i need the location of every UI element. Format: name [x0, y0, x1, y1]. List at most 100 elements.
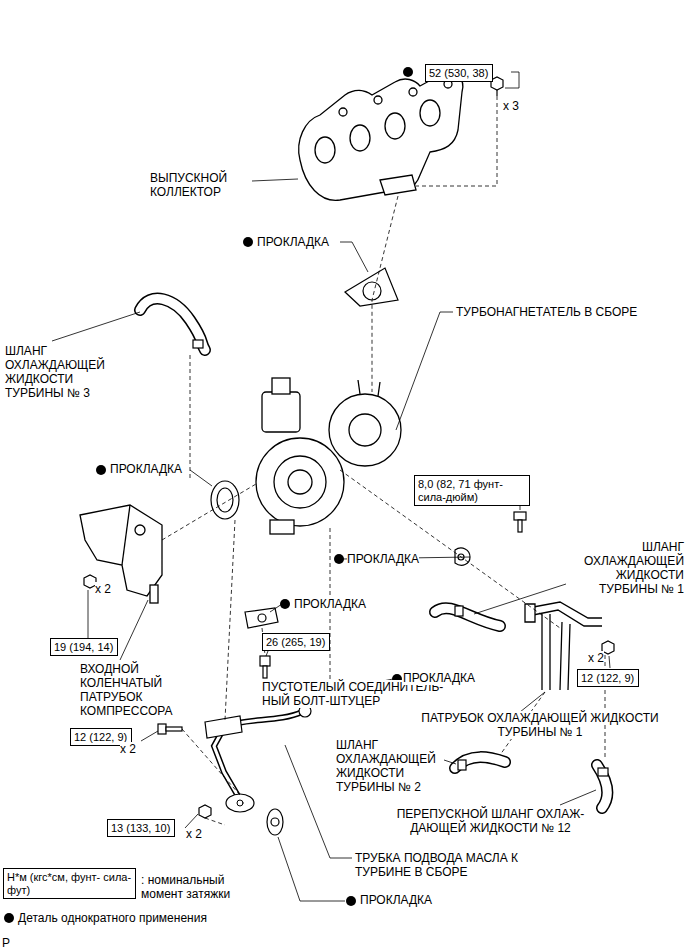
part-label-box: ТУРБОНАГНЕТАТЕЛЬ В СБОРЕ: [456, 305, 637, 319]
single-use-dot: [96, 465, 106, 475]
hose-clamp: [455, 606, 463, 616]
part-label-box: ШЛАНГ ОХЛАЖДАЮЩЕЙ ЖИДКОСТИ ТУРБИНЫ № 2: [336, 738, 444, 794]
part-label-box: x 2: [186, 827, 202, 841]
leader-line: [266, 651, 268, 656]
hose-clamp: [458, 760, 466, 770]
turbocharger: [274, 456, 326, 508]
exhaust-manifold: [385, 113, 405, 139]
turbocharger: [358, 380, 360, 394]
turbocharger: [272, 378, 290, 394]
torque-box: 19 (194, 14): [50, 638, 118, 656]
part-label: ПРОКЛАДКА: [294, 597, 366, 611]
torque-value: 12 (122, 9): [581, 672, 634, 685]
part-label-box: ПРОКЛАДКА: [110, 462, 182, 476]
single-use-dot: [334, 554, 344, 564]
part-label-box: ТРУБКА ПОДВОДА МАСЛА К ТУРБИНЕ В СБОРЕ: [355, 851, 550, 879]
turbocharger: [256, 378, 401, 534]
bolt: [514, 512, 526, 520]
part-label-box: ПРОКЛАДКА: [360, 893, 432, 907]
part-label: ПРОКЛАДКА: [360, 893, 432, 907]
exhaust-manifold: [350, 125, 370, 151]
coolant-hose: [435, 608, 500, 626]
exhaust-manifold: [420, 100, 440, 126]
single-use-dot: [4, 67, 413, 923]
exhaust-manifold: [380, 175, 416, 195]
leader-line: [520, 692, 545, 712]
dashed-guide: [162, 484, 256, 540]
gasket: [245, 608, 278, 628]
part-label: x 2: [95, 582, 111, 596]
turbocharger: [256, 438, 344, 526]
coolant-hose: [140, 299, 205, 350]
part-label-box: ШЛАНГ ОХЛАЖДАЮЩЕЙ ЖИДКОСТИ ТУРБИНЫ № 1: [572, 540, 684, 596]
legend-text: Деталь однократного применения: [18, 911, 207, 925]
leader-line: [474, 584, 566, 614]
part-label-box: x 3: [503, 99, 519, 113]
hose-clamp: [193, 340, 203, 348]
dashed-guide: [205, 818, 225, 825]
turbocharger: [349, 414, 381, 446]
single-use-dot: [243, 237, 253, 247]
torque-value: Н*м (кгс*см, фунт- сила-фут): [7, 871, 132, 897]
part-label-box: ВЫПУСКНОЙ КОЛЛЕКТОР: [150, 171, 250, 199]
part-label: ШЛАНГ ОХЛАЖДАЮЩЕЙ ЖИДКОСТИ ТУРБИНЫ № 2: [336, 738, 436, 794]
part-label: ВХОДНОЙ КОЛЕНЧАТЫЙ ПАТРУБОК КОМПРЕССОРА: [80, 662, 172, 718]
part-label: x 3: [503, 99, 519, 113]
dashed-guide: [372, 196, 398, 392]
part-label: ПРОКЛАДКА: [110, 462, 182, 476]
compressor-inlet-elbow: [150, 585, 158, 603]
turbocharger: [329, 394, 401, 466]
torque-box: 26 (265, 19): [262, 633, 330, 651]
torque-box: 13 (133, 10): [107, 819, 175, 837]
part-label-box: ПЕРЕПУСКНОЙ ШЛАНГ ОХЛАЖ- ДАЮЩЕЙ ЖИДКОСТИ…: [388, 807, 593, 835]
part-label: ТУРБОНАГНЕТАТЕЛЬ В СБОРЕ: [456, 305, 637, 319]
torque-value: 19 (194, 14): [54, 641, 113, 654]
exhaust-manifold: [374, 96, 382, 104]
torque-value: 8,0 (82, 71 фунт- сила-дюйм): [418, 478, 526, 504]
single-use-dot: [280, 599, 290, 609]
part-label: ПЕРЕПУСКНОЙ ШЛАНГ ОХЛАЖ- ДАЮЩЕЙ ЖИДКОСТИ…: [397, 807, 585, 835]
leader-line: [444, 760, 456, 764]
turbocharger: [378, 382, 380, 396]
exhaust-manifold: [299, 74, 463, 201]
legend-entry: : номинальный момент затяжки: [141, 873, 266, 901]
part-label-box: P: [2, 936, 10, 950]
torque-box: Н*м (кгс*см, фунт- сила-фут): [3, 868, 136, 899]
coolant-hose: [140, 299, 205, 350]
leader-line: [340, 242, 368, 272]
leader-line: [505, 72, 519, 88]
leader-line: [52, 72, 610, 901]
nut: [199, 805, 211, 818]
compressor-inlet-elbow: [122, 505, 130, 565]
part-label-box: ПРОКЛАДКА: [347, 552, 419, 566]
leader-line: [278, 837, 345, 901]
torque-value: 13 (133, 10): [111, 822, 170, 835]
leader-line: [185, 814, 198, 828]
oil-pipe: [237, 800, 243, 806]
dashed-guide: [190, 355, 191, 480]
bolt: [158, 512, 526, 734]
coolant-pipe: [528, 610, 602, 626]
gasket: [211, 481, 470, 835]
bolt: [158, 724, 166, 734]
torque-box: 52 (530, 38): [425, 64, 493, 82]
compressor-inlet-elbow: [80, 505, 162, 596]
gasket: [363, 282, 381, 300]
part-label-box: x 2: [120, 742, 136, 756]
gasket: [217, 488, 233, 512]
legend-text: : номинальный момент затяжки: [141, 873, 230, 901]
compressor-inlet-elbow: [80, 505, 162, 603]
single-use-dot: [4, 913, 14, 923]
leader-line: [609, 656, 610, 668]
bolt: [166, 727, 182, 731]
gasket: [258, 614, 266, 622]
gasket: [271, 818, 279, 826]
gasket: [211, 481, 239, 519]
coolant-pipe: [542, 614, 550, 690]
exhaust-manifold: [299, 74, 463, 201]
part-label: x 2: [588, 651, 604, 665]
nut: [84, 575, 614, 818]
part-label: ШЛАНГ ОХЛАЖДАЮЩЕЙ ЖИДКОСТИ ТУРБИНЫ № 1: [584, 540, 684, 596]
dashed-guide: [416, 96, 497, 186]
part-label: ПРОКЛАДКА: [347, 552, 419, 566]
